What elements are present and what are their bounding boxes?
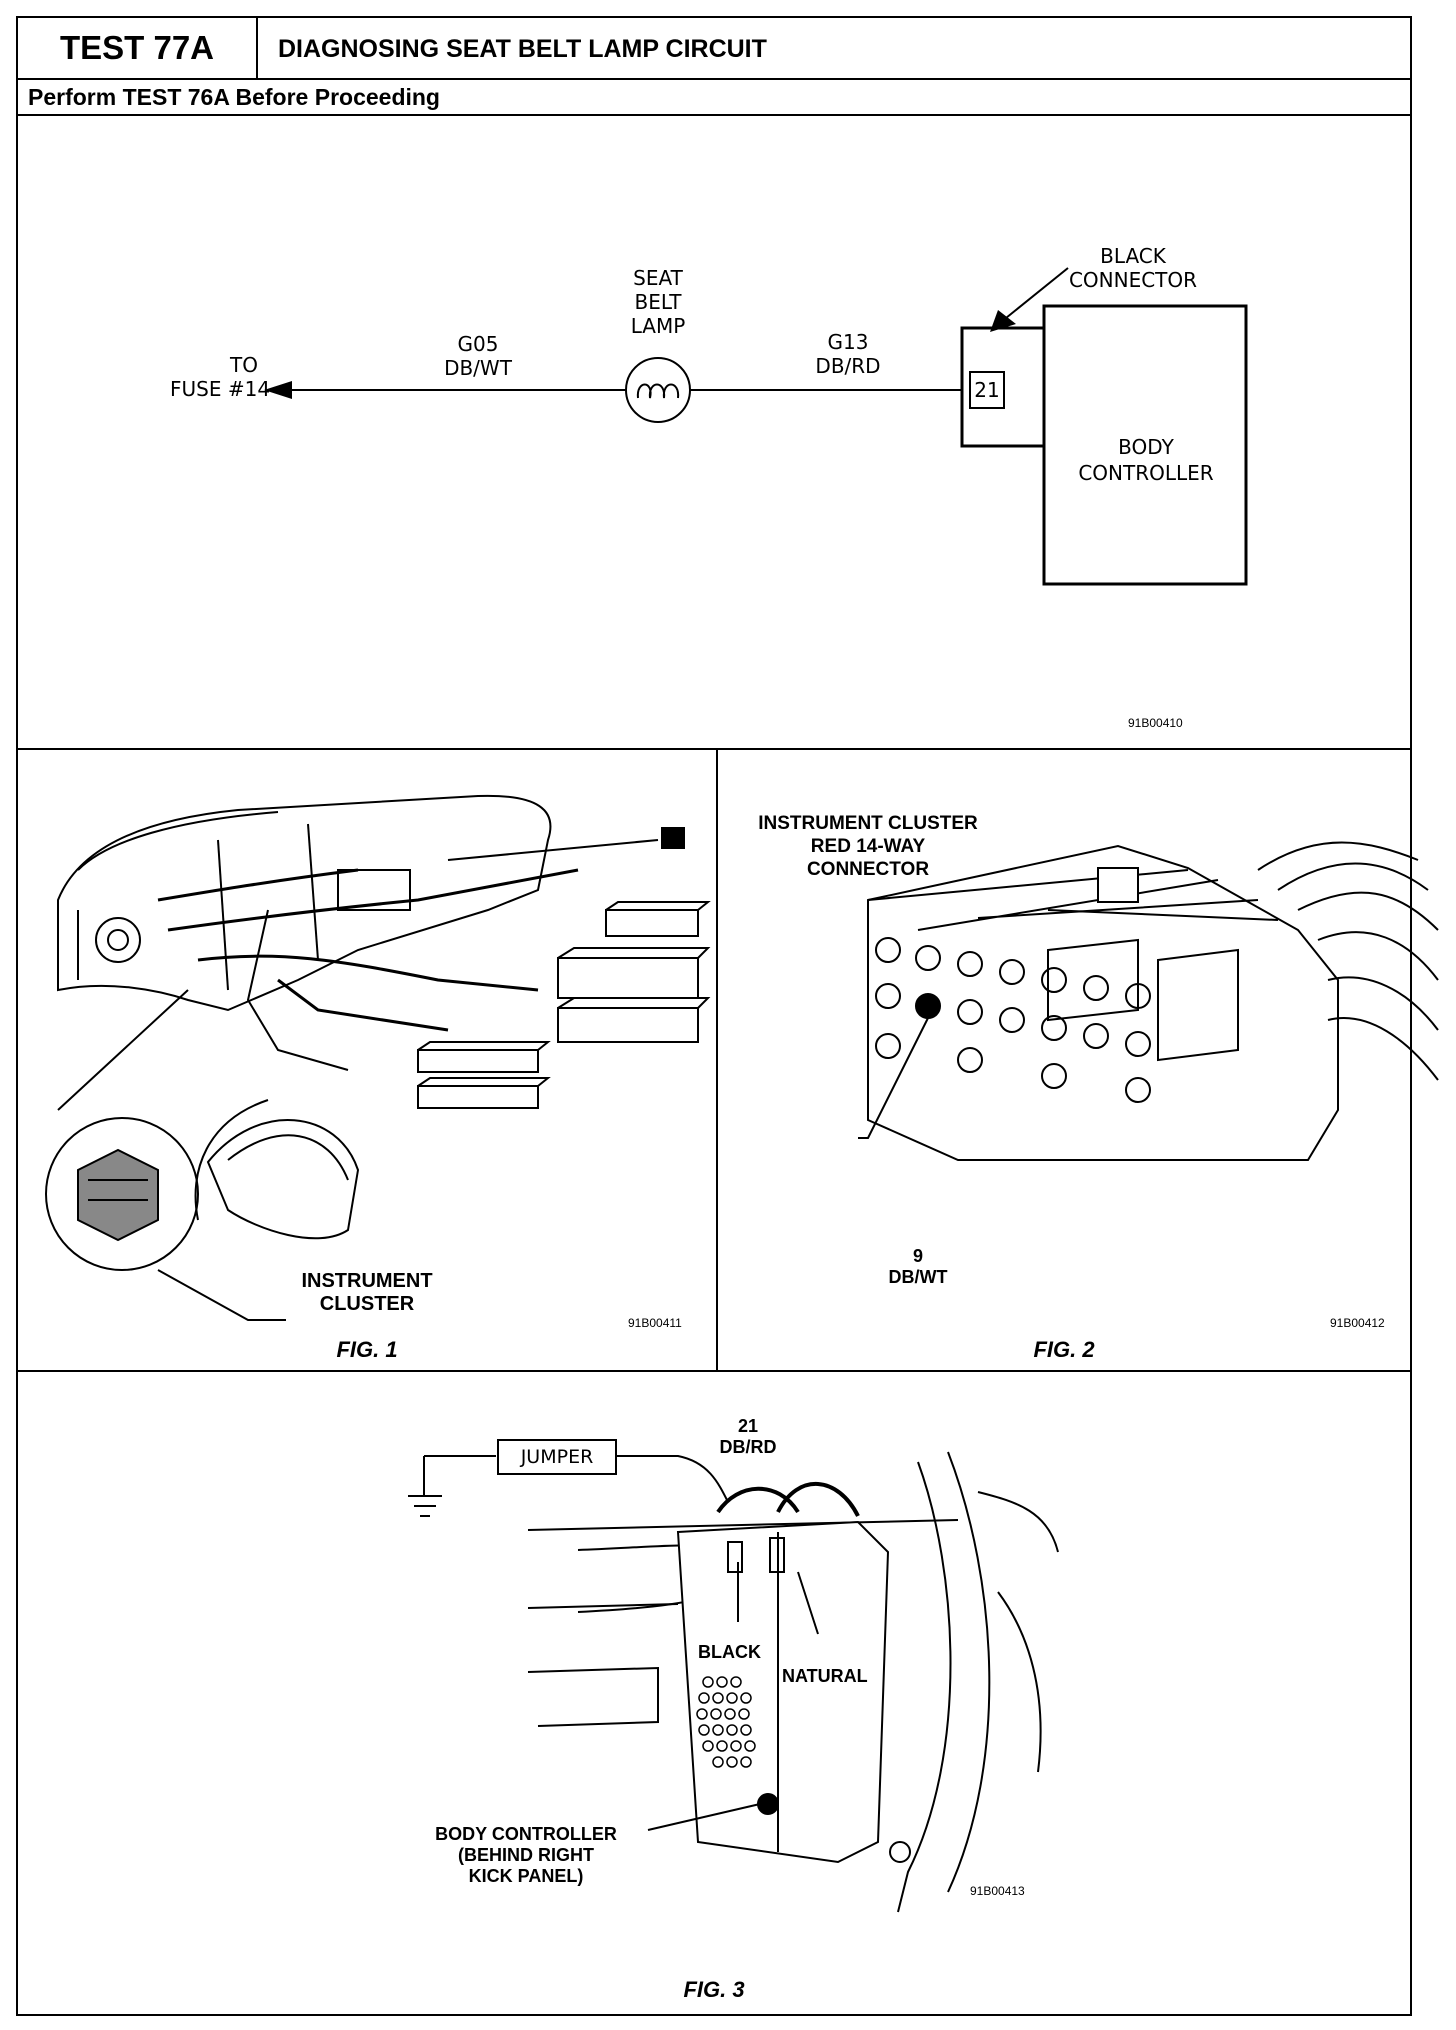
fuse-14-label: FUSE #14	[170, 377, 271, 401]
wire-g13-color: DB/RD	[815, 354, 881, 378]
wire-g05-color: DB/WT	[444, 356, 512, 380]
seat-belt-lamp-label: SEAT BELT LAMP	[608, 266, 708, 338]
fig3-code: 91B00413	[970, 1884, 1025, 1898]
test-title: DIAGNOSING SEAT BELT LAMP CIRCUIT	[278, 35, 767, 63]
pin-9-callout: 9 DB/WT	[858, 1246, 978, 1288]
connector-pointer-line	[1005, 267, 1069, 319]
lamp-label-line3: LAMP	[630, 314, 686, 338]
black-connector-label: BLACK CONNECTOR	[1058, 244, 1208, 292]
fig3-label: FIG. 3	[683, 1977, 745, 2002]
lamp-symbol-icon	[625, 357, 691, 423]
lamp-label-line2: BELT	[634, 290, 682, 314]
schematic-code: 91B00410	[1128, 716, 1183, 730]
instrument-panel-illustration	[45, 794, 711, 1321]
fig1-code: 91B00411	[628, 1316, 682, 1330]
fig3-pin-number: 21	[737, 1416, 759, 1436]
body-controller-callout: BODY CONTROLLER (BEHIND RIGHT KICK PANEL…	[406, 1824, 646, 1887]
module-label-line2: CONTROLLER	[1078, 461, 1214, 485]
black-connector-tag: BLACK	[696, 1642, 763, 1663]
fig1-callout-line2: CLUSTER	[319, 1293, 415, 1315]
test-header: TEST 77A DIAGNOSING SEAT BELT LAMP CIRCU…	[18, 18, 1410, 80]
fig2-code: 91B00412	[1330, 1316, 1385, 1330]
connector-label-line1: BLACK	[1100, 244, 1166, 268]
instrument-cluster-callout: INSTRUMENT CLUSTER	[282, 1270, 452, 1316]
fig3-panel: JUMPER 21 DB/RD BLACK NATURAL BODY CONTR…	[18, 1372, 1410, 2014]
fig2-title-line1: INSTRUMENT CLUSTER	[758, 813, 978, 834]
to-fuse-line1: TO	[230, 353, 258, 377]
prerequisite-note: Perform TEST 76A Before Proceeding	[18, 80, 1410, 116]
schematic-diagram	[264, 267, 1248, 586]
fig3-callout-line2: (BEHIND RIGHT	[458, 1845, 594, 1865]
body-controller-label: BODY CONTROLLER	[1058, 434, 1234, 486]
lamp-filament-icon	[636, 383, 680, 399]
fig1-callout-line1: INSTRUMENT	[301, 1270, 433, 1292]
connector-illustration	[858, 841, 1439, 1161]
lamp-label-line1: SEAT	[633, 266, 683, 290]
connector-pointer-arrow-icon	[990, 310, 1016, 332]
body-controller-box	[1042, 304, 1248, 586]
to-fuse-label: TO	[204, 353, 284, 377]
fig2-pin-number: 9	[912, 1246, 923, 1266]
test-page-frame: TEST 77A DIAGNOSING SEAT BELT LAMP CIRCU…	[16, 16, 1439, 2016]
wire-g13-label: G13 DB/RD	[788, 330, 908, 378]
pin-21-box	[969, 371, 1005, 409]
fig2-pin-color: DB/WT	[888, 1267, 948, 1287]
jumper-label: JUMPER	[520, 1446, 594, 1468]
wire-g05-label: G05 DB/WT	[418, 332, 538, 380]
connector-label-line2: CONNECTOR	[1068, 268, 1198, 292]
fig2-label: FIG. 2	[1033, 1337, 1095, 1362]
body-controller-illustration	[408, 1439, 1059, 1913]
schematic-panel: TO FUSE #14 G05 DB/WT SEAT BELT LAMP G13…	[18, 116, 1410, 750]
fig3-callout-line3: KICK PANEL)	[468, 1866, 584, 1886]
pin-number: 21	[974, 378, 1000, 402]
fig2-title-line3: CONNECTOR	[806, 859, 930, 880]
fig2-panel: INSTRUMENT CLUSTER RED 14-WAY CONNECTOR	[718, 750, 1439, 1372]
fig2-title-line2: RED 14-WAY	[810, 836, 926, 857]
test-number: TEST 77A	[18, 18, 258, 78]
fig3-pin-color: DB/RD	[719, 1437, 777, 1457]
fig1-label: FIG. 1	[336, 1337, 398, 1362]
pin-21-callout: 21 DB/RD	[698, 1416, 798, 1458]
natural-connector-tag: NATURAL	[780, 1666, 870, 1687]
module-label-line1: BODY	[1118, 435, 1174, 459]
fig3-callout-line1: BODY CONTROLLER	[435, 1824, 617, 1844]
fig1-panel: INSTRUMENT CLUSTER 91B00411 FIG. 1	[18, 750, 718, 1372]
wire-g13-circuit: G13	[827, 330, 869, 354]
wire-g05-circuit: G05	[457, 332, 499, 356]
fuse-arrow-icon	[264, 381, 292, 399]
connector-title: INSTRUMENT CLUSTER RED 14-WAY CONNECTOR	[738, 812, 998, 881]
